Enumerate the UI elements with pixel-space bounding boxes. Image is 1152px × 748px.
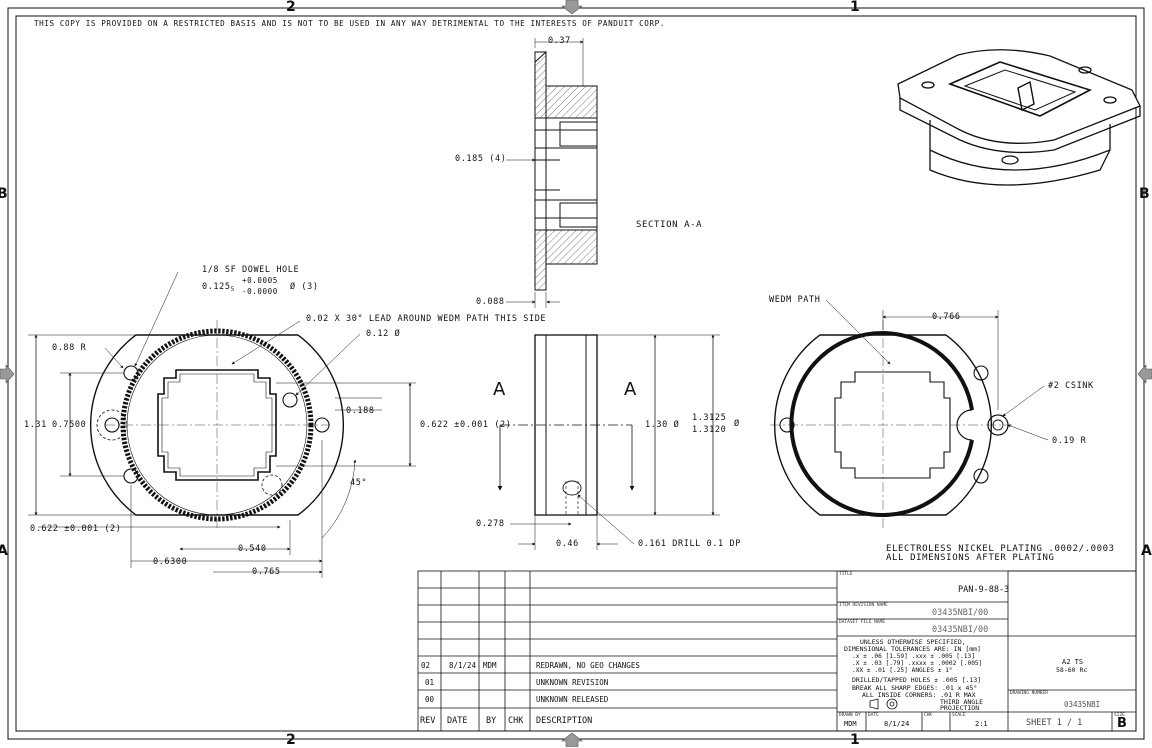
zone-left-b: B <box>0 186 8 202</box>
drawing-number: 03435NBI <box>1064 700 1101 709</box>
dim-45: 45° <box>350 478 368 488</box>
rev-row-3-desc: UNKNOWN RELEASED <box>536 695 609 704</box>
tol-line-7: BREAK ALL SHARP EDGES: .01 x 45° <box>852 684 978 692</box>
zone-right-a: A <box>1141 543 1152 559</box>
tol-line-9: THIRD ANGLE <box>940 698 984 706</box>
item-revision-value: 03435NBI/00 <box>932 608 989 618</box>
tol-line-1: UNLESS OTHERWISE SPECIFIED, <box>860 638 966 646</box>
lead-note: 0.02 X 30° LEAD AROUND WEDM PATH THIS SI… <box>306 314 547 324</box>
zone-left-a: A <box>0 543 8 559</box>
dim-0-6300: 0.6300 <box>153 557 188 567</box>
rev-row-1-rev: 02 <box>421 661 431 670</box>
chk-label: CHK <box>924 713 933 718</box>
rev-row-3-rev: 00 <box>425 695 435 704</box>
rev-row-1-desc: REDRAWN, NO GEO CHANGES <box>536 661 640 670</box>
drawing-number-label: DRAWING NUMBER <box>1010 691 1048 696</box>
tol-line-5: .XX ± .01 [.25] ANGLES ± 1° <box>852 667 953 674</box>
tol-line-6: DRILLED/TAPPED HOLES ± .005 [.13] <box>852 676 982 684</box>
sheet-number: SHEET 1 / 1 <box>1026 718 1083 728</box>
dowel-tol-minus: -0.0000 <box>242 287 278 296</box>
dim-0-185: 0.185 (4) <box>455 154 507 164</box>
isometric-view <box>897 49 1141 186</box>
item-revision-label: ITEM REVISION NAME <box>839 603 888 608</box>
dataset-value: 03435NBI/00 <box>932 625 989 635</box>
dim-0-088: 0.088 <box>476 297 505 307</box>
dim-0-622-h: 0.622 ±0.001 (2) <box>30 524 122 534</box>
zone-bottom-1: 1 <box>850 732 860 748</box>
zone-bottom-2: 2 <box>286 732 296 748</box>
cut-label-right: A <box>624 379 637 400</box>
note-plating: ELECTROLESS NICKEL PLATING .0002/.0003 <box>886 544 1115 554</box>
drawn-by-label: DRAWN BY <box>839 713 861 718</box>
projection-symbol <box>869 698 898 710</box>
dim-0-19r: 0.19 R <box>1052 436 1087 446</box>
rev-header-chk: CHK <box>508 716 524 726</box>
title-label: TITLE <box>839 572 853 577</box>
dim-0-622-v: 0.622 ±0.001 (2) <box>420 420 512 430</box>
size-label: SIZE <box>1114 713 1125 718</box>
rev-row-1-by: MDM <box>483 661 497 670</box>
dim-1-3125: 1.3125 <box>692 413 727 423</box>
zone-top-1: 1 <box>850 0 860 15</box>
rev-row-2-desc: UNKNOWN REVISION <box>536 678 609 687</box>
dowel-tol-plus: +0.0005 <box>242 276 278 285</box>
dim-1-30: 1.30 Ø <box>645 420 680 430</box>
zone-right-b: B <box>1139 186 1150 202</box>
scale-label: SCALE <box>952 713 966 718</box>
side-view <box>497 334 720 550</box>
wedm-path-label: WEDM PATH <box>769 295 821 305</box>
drawn-by: MDM <box>844 720 857 728</box>
scale: 2:1 <box>975 720 988 728</box>
tol-line-8: ALL INSIDE CORNERS: .01 R MAX <box>862 691 976 699</box>
rev-header-rev: REV <box>420 716 436 726</box>
hardness: 58-60 Rc <box>1056 666 1088 674</box>
dowel-label: 1/8 SF DOWEL HOLE <box>202 265 300 275</box>
dim-0-88r: 0.88 R <box>52 343 87 353</box>
dim-1-3120: 1.3120 <box>692 425 727 435</box>
drawn-date: 8/1/24 <box>884 720 910 728</box>
right-view <box>770 299 1049 530</box>
title-block-lines <box>417 570 1137 732</box>
dim-0-46: 0.46 <box>556 539 579 549</box>
rev-row-2-rev: 01 <box>425 678 435 687</box>
rev-header-date: DATE <box>447 716 468 726</box>
tol-line-4: .X ± .03 [.79] .xxxx ± .0002 [.005] <box>852 660 983 667</box>
rev-header-description: DESCRIPTION <box>536 716 593 726</box>
cut-label-left: A <box>493 379 506 400</box>
dim-0-12: 0.12 Ø <box>366 329 401 339</box>
dim-0-765: 0.765 <box>252 567 281 577</box>
section-view <box>506 38 598 308</box>
note-dimensions: ALL DIMENSIONS AFTER PLATING <box>886 553 1055 563</box>
csink-label: #2 CSINK <box>1048 381 1094 391</box>
restriction-notice: THIS COPY IS PROVIDED ON A RESTRICTED BA… <box>34 19 665 28</box>
dim-0-540: 0.540 <box>238 544 267 554</box>
dim-1-31: 1.31 <box>24 420 47 430</box>
rev-header-by: BY <box>486 716 497 726</box>
dim-0-766: 0.766 <box>932 312 961 322</box>
sheet-size: B <box>1117 716 1127 731</box>
tol-line-2: DIMENSIONAL TOLERANCES ARE: IN [mm] <box>844 645 981 653</box>
section-title: SECTION A-A <box>636 220 703 230</box>
dim-0-188: 0.188 <box>346 406 375 416</box>
dataset-label: DATASET FILE NAME <box>839 620 886 625</box>
material: A2 TS <box>1062 658 1084 666</box>
rev-row-1-date: 8/1/24 <box>449 661 477 670</box>
front-view <box>28 271 416 578</box>
dim-0-7500: 0.7500 <box>52 420 87 430</box>
drill-note: 0.161 DRILL 0.1 DP <box>638 539 741 549</box>
dowel-qty: Ø (3) <box>290 282 319 292</box>
dim-dia-symbol: Ø <box>734 419 740 429</box>
drawing-title: PAN-9-88-3 <box>958 585 1010 595</box>
dim-0-37: 0.37 <box>548 36 571 46</box>
tol-line-3: .x ± .06 [1.59] .xxx ± .005 [.13] <box>852 653 975 660</box>
dim-0-278: 0.278 <box>476 519 505 529</box>
tol-line-10: PROJECTION <box>940 704 980 712</box>
date-label: DATE <box>868 713 879 718</box>
dowel-dia: 0.1255 <box>202 282 235 293</box>
zone-top-2: 2 <box>286 0 296 15</box>
